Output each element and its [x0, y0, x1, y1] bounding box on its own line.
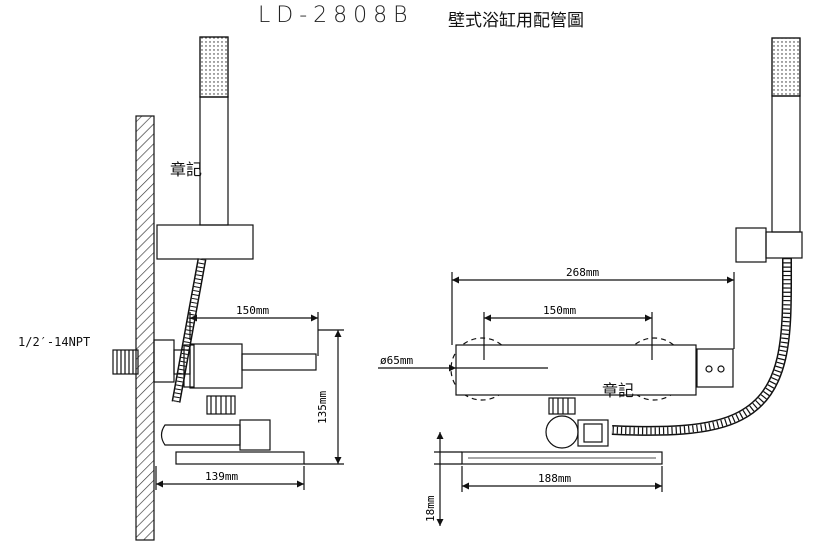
dim-front-diameter: ø65mm — [380, 354, 413, 367]
dim-front-188: 188mm — [538, 472, 571, 485]
dim-side-139: 139mm — [205, 470, 238, 483]
front-end-cap — [696, 348, 734, 388]
side-base-plate — [175, 451, 305, 465]
front-diverter-knob — [545, 415, 579, 449]
front-valve-body — [455, 344, 697, 396]
front-showerhead — [771, 37, 801, 97]
dim-front-150: 150mm — [543, 304, 576, 317]
front-holder-body — [765, 231, 803, 259]
side-showerhead — [199, 36, 229, 98]
front-shower-handle — [771, 95, 801, 233]
side-valve-body — [189, 343, 243, 389]
front-nut — [548, 397, 576, 415]
side-spout-arm — [241, 353, 317, 371]
side-shower-handle — [199, 96, 229, 226]
front-base-plate — [461, 451, 663, 465]
side-wall-flange — [153, 339, 175, 383]
stamp-front: 章記 — [602, 381, 635, 400]
dim-side-150: 150mm — [236, 304, 269, 317]
dim-side-135: 135mm — [316, 391, 329, 424]
model-title: LD-2808B — [258, 3, 414, 28]
side-diverter — [160, 424, 241, 446]
wall-hatch — [135, 115, 155, 541]
description-title: 壁式浴缸用配管圖 — [448, 11, 584, 31]
front-hose-nut — [577, 419, 609, 447]
side-holder-bracket — [156, 224, 254, 260]
dim-front-18: 18mm — [424, 495, 437, 522]
thread-label: 1/2′-14NPT — [18, 335, 91, 349]
side-diverter-knob — [239, 419, 271, 451]
front-holder-clip — [735, 227, 767, 263]
stamp-side: 章記 — [170, 160, 203, 179]
dim-front-268: 268mm — [566, 266, 599, 279]
